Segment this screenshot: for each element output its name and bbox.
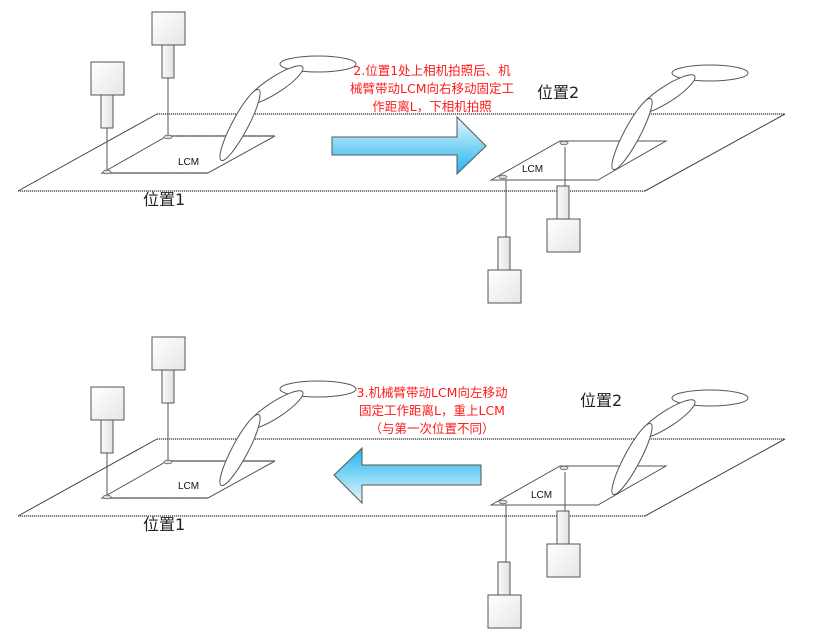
work-table xyxy=(17,438,786,517)
work-table xyxy=(17,113,786,192)
bottom-scene: LCM 位置1 3.机械臂带动LCM向左移动 固定工作距离L，重上LCM （与第… xyxy=(17,336,786,629)
robot-arm-position2 xyxy=(605,64,749,174)
note-line: 械臂带动LCM向右移动固定工 xyxy=(350,81,514,96)
arrow-left-icon xyxy=(333,446,482,505)
robot-arm-position1 xyxy=(213,380,357,490)
lower-camera-1 xyxy=(487,505,522,629)
note-line: 2.位置1处上相机拍照后、机 xyxy=(353,63,511,78)
note-line: 作距离L，下相机拍照 xyxy=(372,99,491,114)
step3-note: 3.机械臂带动LCM向左移动 固定工作距离L，重上LCM （与第一次位置不同） xyxy=(357,385,508,436)
position1-label: 位置1 xyxy=(143,515,185,534)
arrow-right-icon xyxy=(331,115,487,176)
position2-label: 位置2 xyxy=(580,391,622,410)
position1-label: 位置1 xyxy=(143,190,185,209)
upper-camera-2 xyxy=(151,11,186,135)
upper-camera-1 xyxy=(90,386,125,495)
lcm-plate-position1: LCM xyxy=(100,134,276,175)
lcm-label: LCM xyxy=(178,481,199,492)
top-scene: LCM 位置1 2.位置1处上相机拍照后、机 械臂带动LCM向右移动固定工 作距… xyxy=(17,11,786,304)
upper-camera-1 xyxy=(90,61,125,170)
position2-label: 位置2 xyxy=(537,83,579,102)
step2-note: 2.位置1处上相机拍照后、机 械臂带动LCM向右移动固定工 作距离L，下相机拍照 xyxy=(350,63,514,114)
lcm-label: LCM xyxy=(178,157,199,168)
upper-camera-2 xyxy=(151,336,186,460)
lcm-plate-position2: LCM xyxy=(489,465,668,506)
note-line: 固定工作距离L，重上LCM xyxy=(359,403,505,418)
lcm-label: LCM xyxy=(522,164,543,175)
lcm-plate-position2: LCM xyxy=(489,140,668,181)
robot-arm-position2 xyxy=(605,389,749,499)
lower-camera-2 xyxy=(546,472,581,578)
lcm-plate-position1: LCM xyxy=(100,459,276,500)
lower-camera-1 xyxy=(487,180,522,304)
lower-camera-2 xyxy=(546,147,581,253)
note-line: 3.机械臂带动LCM向左移动 xyxy=(357,385,508,400)
note-line: （与第一次位置不同） xyxy=(369,421,494,436)
lcm-label: LCM xyxy=(531,490,552,501)
